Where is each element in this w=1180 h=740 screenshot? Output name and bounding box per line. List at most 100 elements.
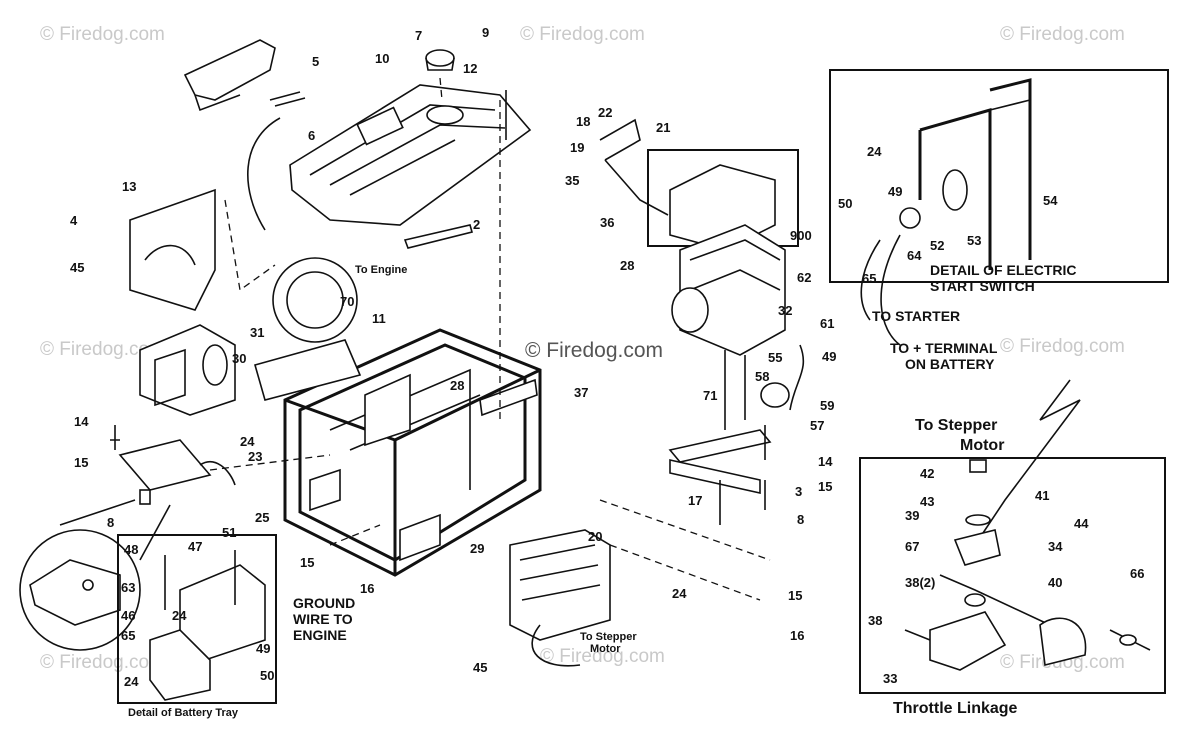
battery-tray-detail-box [117,534,277,704]
callout-57: 57 [810,418,824,433]
callout-71: 71 [703,388,717,403]
engine-mount-rails [668,425,772,525]
callout-23: 23 [248,449,262,464]
callout-31: 31 [250,325,264,340]
fuel-tank [289,49,532,226]
callout-38: 38 [868,613,882,628]
callout-47: 47 [188,539,202,554]
throttle-linkage-label: Throttle Linkage [893,700,1018,717]
callout-29: 29 [470,541,484,556]
callout-22: 22 [598,105,612,120]
watermark: © Firedog.com [1000,336,1125,357]
callout-35: 35 [565,173,579,188]
engine-bracket [403,224,473,249]
callout-70: 70 [340,294,354,309]
callout-40: 40 [1048,575,1062,590]
callout-45: 45 [70,260,84,275]
generator-end-bell [139,257,358,416]
callout-24: 24 [867,144,882,159]
callout-30: 30 [232,351,246,366]
callout-33: 33 [883,671,897,686]
callout-2: 2 [473,217,480,232]
callout-24: 24 [240,434,255,449]
watermark: © Firedog.com [40,652,165,673]
callout-65: 65 [862,271,876,286]
callout-66: 66 [1130,566,1144,581]
watermark: © Firedog.com [1000,24,1125,45]
watermark: © Firedog.com [1000,652,1125,673]
to-starter-label: TO STARTER [872,308,960,324]
engine [599,118,799,430]
callout-45: 45 [473,660,487,675]
callout-10: 10 [375,51,389,66]
watermark: © Firedog.com [40,24,165,45]
callout-49: 49 [822,349,836,364]
callout-51: 51 [222,525,236,540]
to-stepper-motor-label-2: Motor [960,437,1004,454]
callout-17: 17 [688,493,702,508]
callout-62: 62 [797,270,811,285]
watermark: © Firedog.com [40,339,165,360]
callout-41: 41 [1035,488,1049,503]
battery-tray-caption: Detail of Battery Tray [128,707,239,719]
callout-15: 15 [300,555,314,570]
throttle-linkage-detail-box [859,457,1166,694]
callout-20: 20 [588,529,602,544]
callout-3: 3 [795,484,802,499]
throttle-linkage [904,379,1151,671]
callout-65: 65 [121,628,135,643]
tube-frame [254,328,542,577]
callout-64: 64 [907,248,922,263]
callout-37: 37 [574,385,588,400]
callout-11: 11 [372,311,386,326]
bracket-detail-circle [19,504,171,651]
ground-wire-label-2: WIRE TO [293,611,353,627]
callout-15: 15 [818,479,832,494]
callout-32: 32 [778,303,792,318]
callout-12: 12 [463,61,477,76]
on-battery-label: ON BATTERY [905,356,995,372]
callout-63: 63 [121,580,135,595]
callout-7: 7 [415,28,422,43]
callout-61: 61 [820,316,834,331]
ground-wire-label: GROUND [293,595,355,611]
callout-18: 18 [576,114,590,129]
callout-19: 19 [570,140,584,155]
callout-49: 49 [888,184,902,199]
callout-54: 54 [1043,193,1058,208]
callout-28: 28 [620,258,634,273]
callout-44: 44 [1074,516,1089,531]
center-watermark: © Firedog.com [525,339,663,362]
watermark: © Firedog.com [540,646,665,667]
callout-48: 48 [124,542,138,557]
callout-43: 43 [920,494,934,509]
watermark: © Firedog.com [520,24,645,45]
part-callouts: 5 6 7 9 10 12 13 4 45 2 31 30 70 11 28 3… [70,25,1144,689]
callout-50: 50 [260,668,274,683]
callout-24: 24 [124,674,139,689]
detail-electric-subtitle: START SWITCH [930,278,1035,294]
wire-harness [247,117,281,231]
wire [789,344,805,411]
callout-14: 14 [818,454,833,469]
callout-9: 9 [482,25,489,40]
control-panel [509,529,611,667]
callout-55: 55 [768,350,782,365]
electric-start-switch [860,78,1032,346]
callout-16: 16 [790,628,804,643]
callout-53: 53 [967,233,981,248]
callout-4: 4 [70,213,78,228]
ground-wire-label-3: ENGINE [293,627,347,643]
callout-39: 39 [905,508,919,523]
callout-21: 21 [656,120,670,135]
to-stepper-small-label-2: Motor [590,643,621,655]
callout-15: 15 [788,588,802,603]
handle-bracket [183,39,306,112]
callout-13: 13 [122,179,136,194]
side-panel [129,188,216,311]
callout-59: 59 [820,398,834,413]
left-mount-hardware [59,425,331,526]
callout-58: 58 [755,369,769,384]
to-stepper-small-label: To Stepper [580,631,637,643]
callout-28: 28 [450,378,464,393]
